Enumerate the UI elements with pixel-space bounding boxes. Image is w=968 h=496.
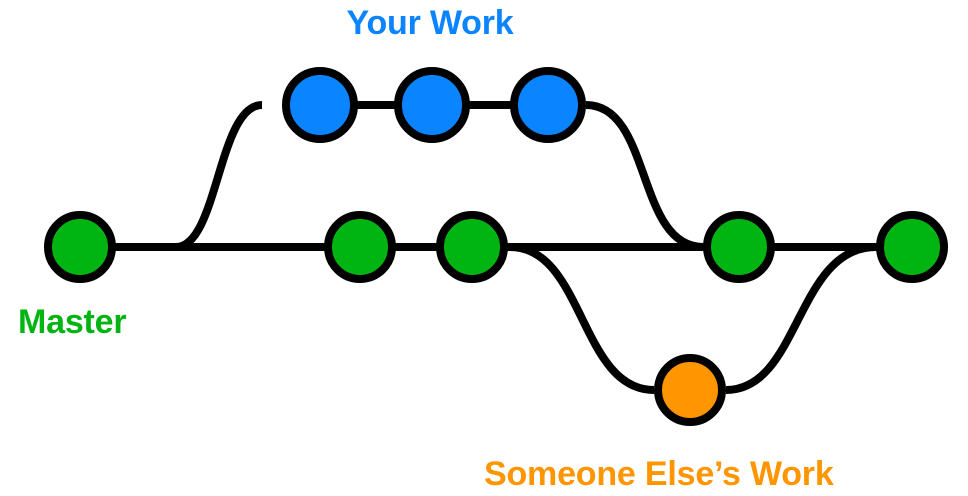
- edge-branch-out-to-someone-else: [509, 243, 655, 394]
- commit-node-master-2[interactable]: [324, 211, 396, 283]
- label-someone-else-work: Someone Else’s Work: [484, 455, 834, 493]
- commit-node-master-3[interactable]: [436, 211, 508, 283]
- commit-node-master-1[interactable]: [44, 211, 116, 283]
- commit-node-master-5[interactable]: [876, 211, 948, 283]
- commit-node-your-work-1[interactable]: [282, 67, 358, 143]
- edge-branch-out-to-your-work: [175, 101, 263, 251]
- edge-merge-your-work-to-master: [585, 101, 704, 251]
- label-your-work: Your Work: [347, 4, 514, 42]
- commit-node-master-4[interactable]: [703, 211, 775, 283]
- edge-merge-someone-else-to-master: [725, 243, 877, 394]
- commit-node-your-work-2[interactable]: [394, 67, 470, 143]
- label-master: Master: [18, 303, 126, 341]
- nodes-layer: [44, 67, 948, 426]
- labels-layer: Your Work Master Someone Else’s Work: [18, 4, 834, 493]
- commit-node-someone-else-1[interactable]: [654, 354, 726, 426]
- commit-node-your-work-3[interactable]: [510, 67, 586, 143]
